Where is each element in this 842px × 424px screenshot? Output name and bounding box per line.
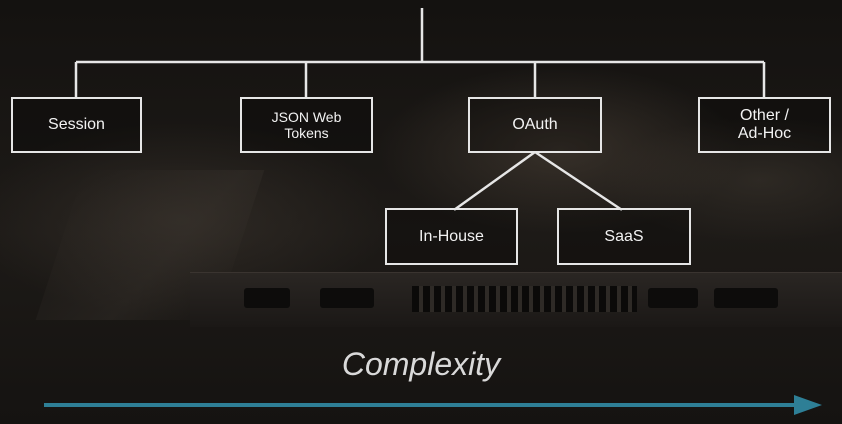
background-laptop-port [648,288,698,308]
node-other-label-line2: Ad-Hoc [737,125,792,142]
branch-inhouse-line [453,150,536,212]
background-laptop-port [244,288,290,308]
background-laptop-vent [412,286,637,312]
complexity-arrow-shaft [44,403,796,407]
background-laptop-port [320,288,374,308]
node-json-web-tokens: JSON Web Tokens [240,97,373,153]
node-oauth: OAuth [468,97,602,153]
node-in-house: In-House [385,208,518,265]
complexity-label: Complexity [341,346,501,382]
node-saas: SaaS [557,208,691,265]
node-jwt-label-line1: JSON Web [271,109,342,125]
node-inhouse-label: In-House [419,227,484,245]
branch-saas-line [534,150,623,212]
node-jwt-label: JSON Web Tokens [272,109,342,141]
node-other-label: Other / Ad-Hoc [738,107,791,143]
complexity-arrow-head-icon [794,395,822,415]
node-oauth-label: OAuth [512,116,558,133]
node-session: Session [11,97,142,153]
node-other-label-line1: Other / [740,107,789,124]
node-other-ad-hoc: Other / Ad-Hoc [698,97,831,153]
node-session-label: Session [48,116,105,133]
node-saas-label: SaaS [604,227,644,245]
node-jwt-label-line2: Tokens [284,125,329,141]
background-laptop-port [714,288,778,308]
